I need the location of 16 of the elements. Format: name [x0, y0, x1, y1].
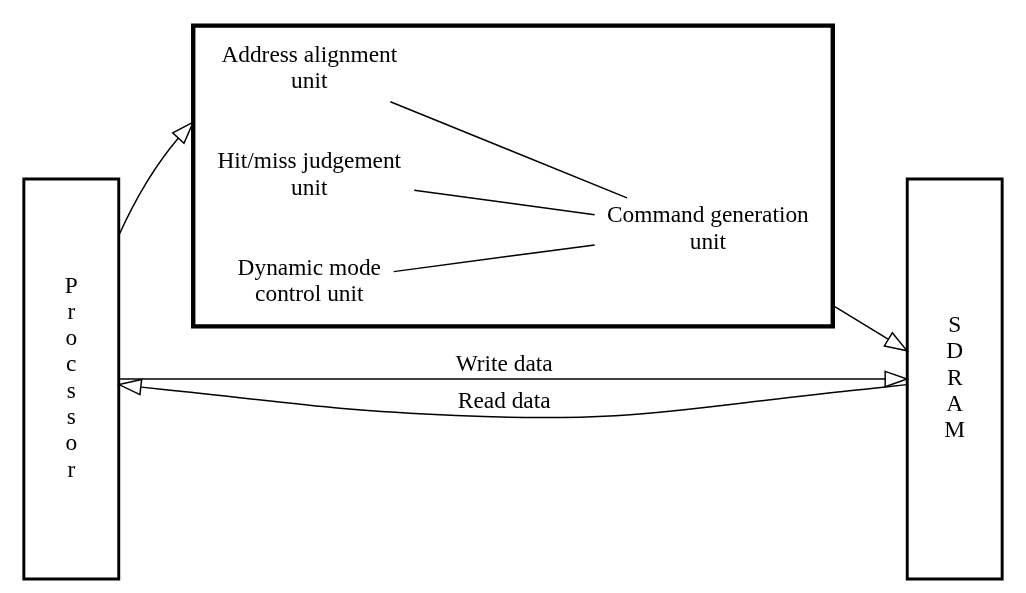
- edge-label: Write data: [455, 350, 553, 377]
- arrow: [118, 370, 910, 388]
- arrow: [116, 378, 908, 419]
- node-text: Hit/miss judgement unit: [217, 147, 402, 200]
- arrow: [118, 120, 195, 236]
- connector: [389, 101, 628, 199]
- node-text: Dynamic mode control unit: [237, 254, 381, 307]
- node-text: Command generation unit: [607, 201, 809, 254]
- cluster: [191, 23, 835, 329]
- connector: [413, 189, 596, 216]
- node-box: Procssor: [22, 177, 121, 581]
- connector: [393, 244, 596, 273]
- node-box: SDRAM: [905, 177, 1004, 581]
- edge-label: Read data: [457, 386, 551, 413]
- node-text: Address alignment unit: [221, 40, 398, 94]
- arrow: [832, 304, 909, 352]
